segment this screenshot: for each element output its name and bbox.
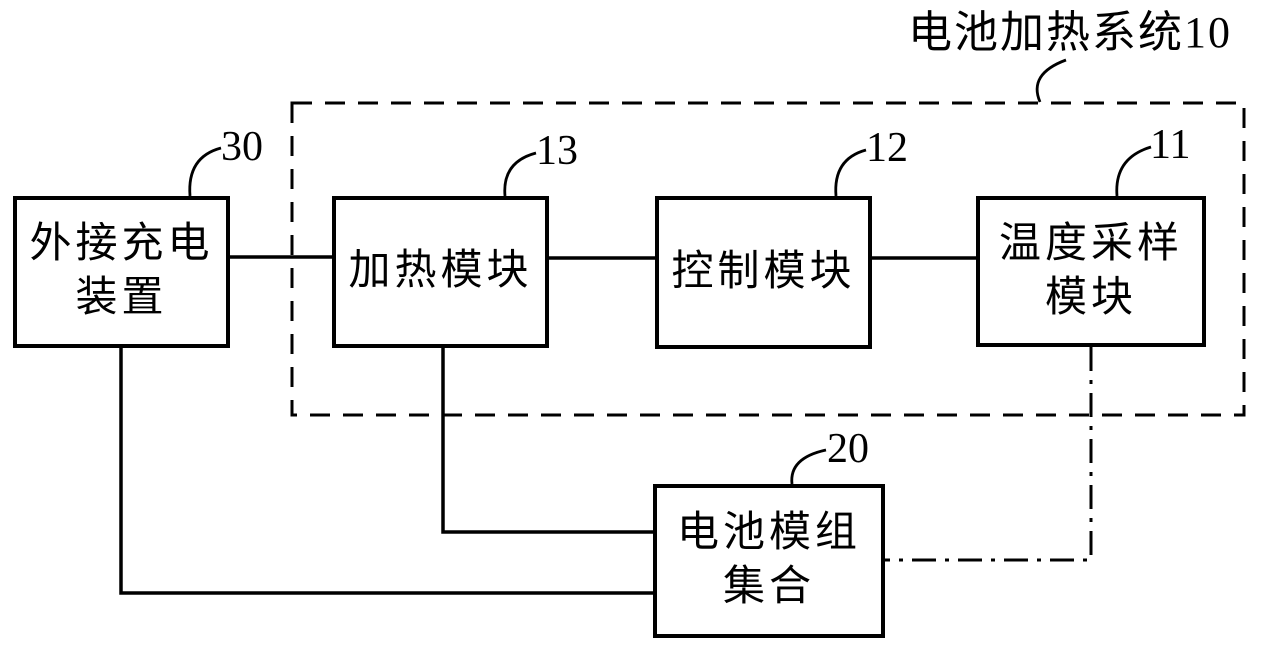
ref-number-11: 11 — [1150, 122, 1191, 168]
box-label-line: 装置 — [75, 275, 168, 321]
box-label-line: 控制模块 — [671, 248, 856, 295]
box-label-line: 外接充电 — [29, 221, 214, 268]
box-label-line: 模块 — [1044, 274, 1137, 321]
box-label-line: 温度采样 — [998, 220, 1183, 267]
ref-number-20: 20 — [827, 426, 869, 472]
leader-line-ref-30 — [188, 146, 222, 197]
leader-line-ref-11 — [1115, 145, 1152, 197]
box-label-line: 集合 — [722, 564, 815, 610]
leader-line-ref-13 — [503, 151, 537, 197]
box-control-module: 控制模块 — [655, 196, 872, 349]
box-external-charging-device: 外接充电 装置 — [13, 196, 230, 348]
leader-line-ref-12 — [834, 148, 867, 197]
box-label-line: 加热模块 — [348, 248, 533, 295]
ref-number-30: 30 — [221, 124, 263, 170]
ref-number-12: 12 — [866, 125, 908, 171]
connector-charger-to-battery — [119, 348, 653, 595]
box-temperature-sampling-module: 温度采样 模块 — [976, 196, 1206, 347]
leader-line-ref-20 — [790, 448, 827, 485]
box-label-line: 电池模组 — [676, 510, 861, 557]
box-heating-module: 加热模块 — [332, 196, 549, 348]
system-boundary-box — [290, 101, 1246, 417]
box-battery-module-set: 电池模组 集合 — [653, 484, 885, 638]
system-title: 电池加热系统10 — [908, 8, 1232, 57]
connector-heating-to-battery — [441, 348, 653, 534]
leader-line-ref-10 — [1035, 58, 1067, 103]
connector-temp-sampling-to-battery-dashdot — [885, 347, 1093, 562]
ref-number-13: 13 — [536, 128, 578, 174]
